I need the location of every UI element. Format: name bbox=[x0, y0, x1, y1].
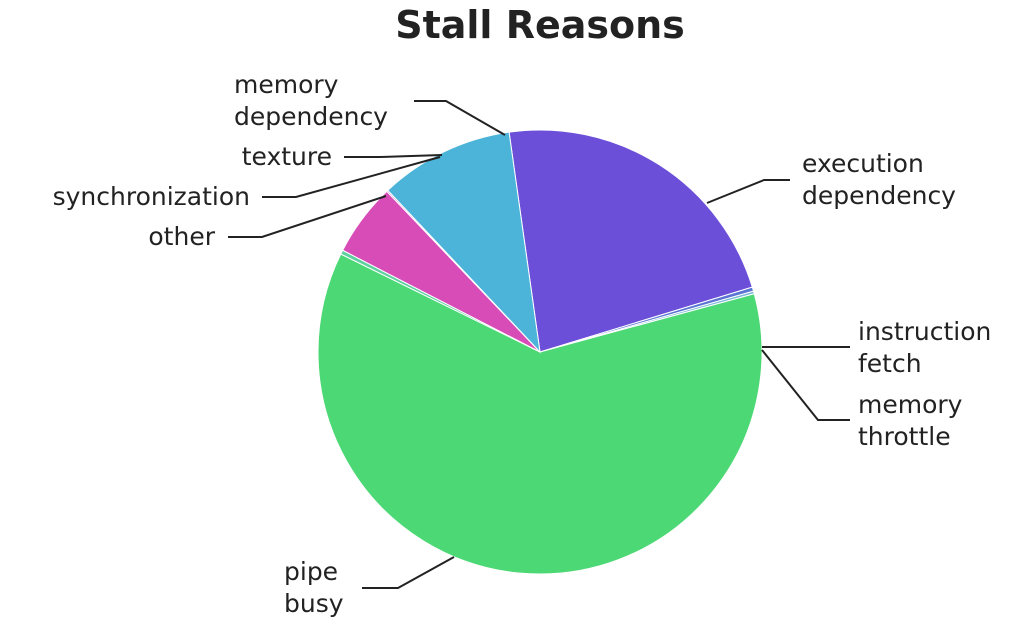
slice-label-memory-dependency: memory dependency bbox=[234, 70, 388, 131]
slice-label-execution-dependency: execution dependency bbox=[802, 149, 956, 210]
slice-label-line: other bbox=[148, 222, 215, 251]
leader-line-memory-dependency bbox=[414, 100, 506, 136]
slice-label-line: memory bbox=[858, 390, 963, 419]
slice-label-texture: texture bbox=[242, 142, 332, 171]
slice-label-synchronization: synchronization bbox=[53, 182, 250, 211]
slice-label-line: synchronization bbox=[53, 182, 250, 211]
slice-label-line: memory bbox=[234, 70, 339, 99]
pie-slice-execution-dependency bbox=[508, 129, 753, 353]
leader-lines-layer bbox=[228, 100, 850, 589]
leader-line-pipe-busy bbox=[362, 556, 455, 589]
slice-label-line: pipe bbox=[284, 557, 338, 586]
slice-label-line: fetch bbox=[858, 349, 922, 378]
slice-label-line: texture bbox=[242, 142, 332, 171]
slices-layer bbox=[317, 129, 763, 575]
leader-line-texture bbox=[344, 154, 443, 158]
slice-label-line: throttle bbox=[858, 422, 951, 451]
slice-label-memory-throttle: memory throttle bbox=[858, 390, 963, 451]
pie-slice-pipe-busy bbox=[317, 253, 763, 575]
slice-label-line: execution bbox=[802, 149, 924, 178]
leader-line-other bbox=[228, 195, 387, 238]
slice-label-instruction-fetch: instruction fetch bbox=[858, 317, 991, 378]
slice-labels-layer: execution dependency instruction fetch memor… bbox=[53, 70, 992, 618]
slice-label-pipe-busy: pipe busy bbox=[284, 557, 344, 618]
slice-label-line: instruction bbox=[858, 317, 991, 346]
slice-label-other: other bbox=[148, 222, 215, 251]
slice-label-line: dependency bbox=[234, 102, 388, 131]
leader-line-synchronization bbox=[262, 156, 441, 198]
slice-label-line: dependency bbox=[802, 181, 956, 210]
slice-label-line: busy bbox=[284, 589, 344, 618]
leader-line-execution-dependency bbox=[706, 179, 790, 204]
chart-title: Stall Reasons bbox=[395, 3, 685, 47]
leader-line-memory-throttle bbox=[761, 349, 850, 421]
